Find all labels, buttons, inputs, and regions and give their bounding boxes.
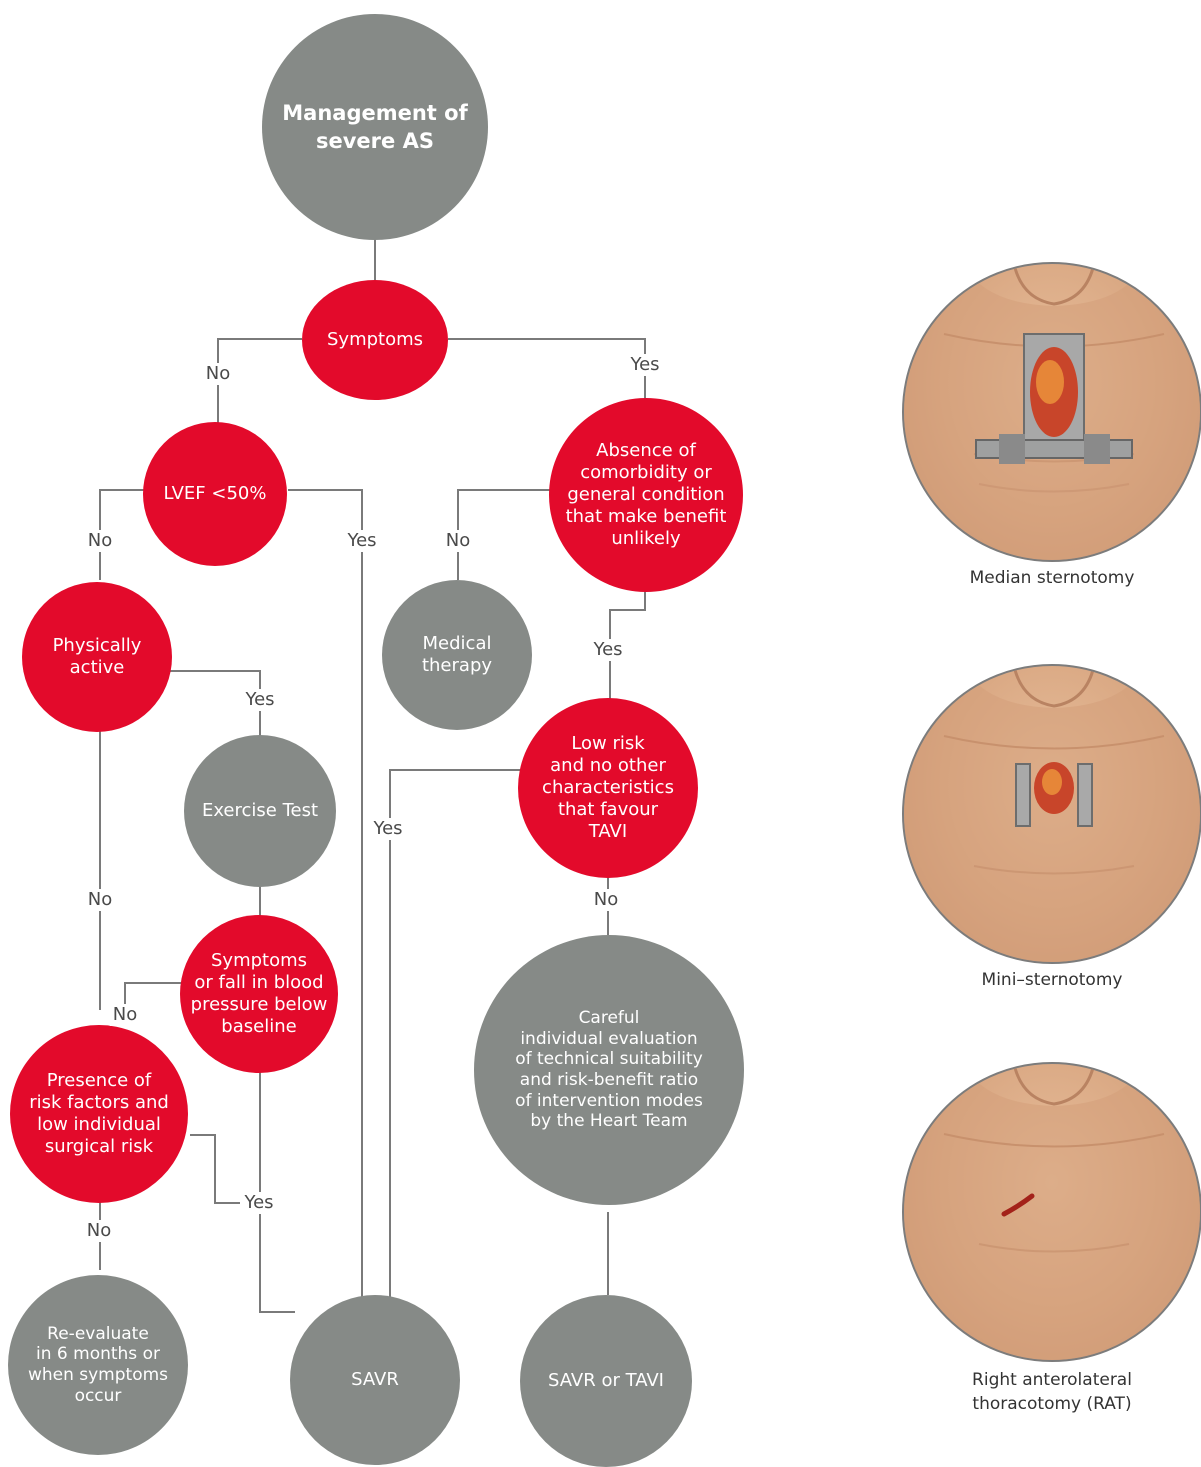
node-reevaluate: Re-evaluate in 6 months or when symptoms… xyxy=(8,1275,188,1455)
mini-sternotomy-illustration xyxy=(902,664,1201,964)
node-savr-or-tavi: SAVR or TAVI xyxy=(520,1295,692,1467)
node-medical-therapy: Medical therapy xyxy=(382,580,532,730)
connector-bp-yes xyxy=(260,1068,295,1312)
edge-label-bp-no: No xyxy=(110,1004,140,1026)
edge-label-lvef-yes: Yes xyxy=(344,530,379,552)
node-symptoms-blood-pressure: Symptoms or fall in blood pressure below… xyxy=(180,915,338,1073)
edge-label-symptoms-yes: Yes xyxy=(627,354,662,376)
edge-label-comorb-no: No xyxy=(443,530,473,552)
caption-rat-thoracotomy: Right anterolateral thoracotomy (RAT) xyxy=(902,1368,1201,1416)
connector-risk-yes xyxy=(190,1135,240,1203)
node-absence-comorbidity: Absence of comorbidity or general condit… xyxy=(549,398,743,592)
node-careful-evaluation: Careful individual evaluation of technic… xyxy=(474,935,744,1205)
edge-label-active-no: No xyxy=(85,889,115,911)
rat-thoracotomy-illustration xyxy=(902,1062,1201,1362)
caption-mini-sternotomy: Mini–sternotomy xyxy=(902,968,1201,992)
node-low-risk: Low risk and no other characteristics th… xyxy=(518,698,698,878)
edge-label-comorb-yes: Yes xyxy=(590,639,625,661)
node-risk-factors: Presence of risk factors and low individ… xyxy=(10,1025,188,1203)
edge-label-risk-yes: Yes xyxy=(241,1192,276,1214)
edge-label-lvef-no: No xyxy=(85,530,115,552)
edge-label-lowrisk-yes: Yes xyxy=(370,818,405,840)
edge-label-active-yes: Yes xyxy=(242,689,277,711)
connector-symptoms-yes xyxy=(448,339,645,400)
node-savr: SAVR xyxy=(290,1295,460,1465)
median-sternotomy-illustration xyxy=(902,262,1201,562)
node-exercise-test: Exercise Test xyxy=(184,735,336,887)
edge-label-symptoms-no: No xyxy=(203,363,233,385)
edge-label-lowrisk-no: No xyxy=(591,889,621,911)
node-physically-active: Physically active xyxy=(22,582,172,732)
caption-median-sternotomy: Median sternotomy xyxy=(902,566,1201,590)
node-lvef: LVEF <50% xyxy=(143,422,287,566)
edge-label-risk-no: No xyxy=(84,1220,114,1242)
node-management-severe-as: Management of severe AS xyxy=(262,14,488,240)
node-symptoms: Symptoms xyxy=(302,280,448,400)
